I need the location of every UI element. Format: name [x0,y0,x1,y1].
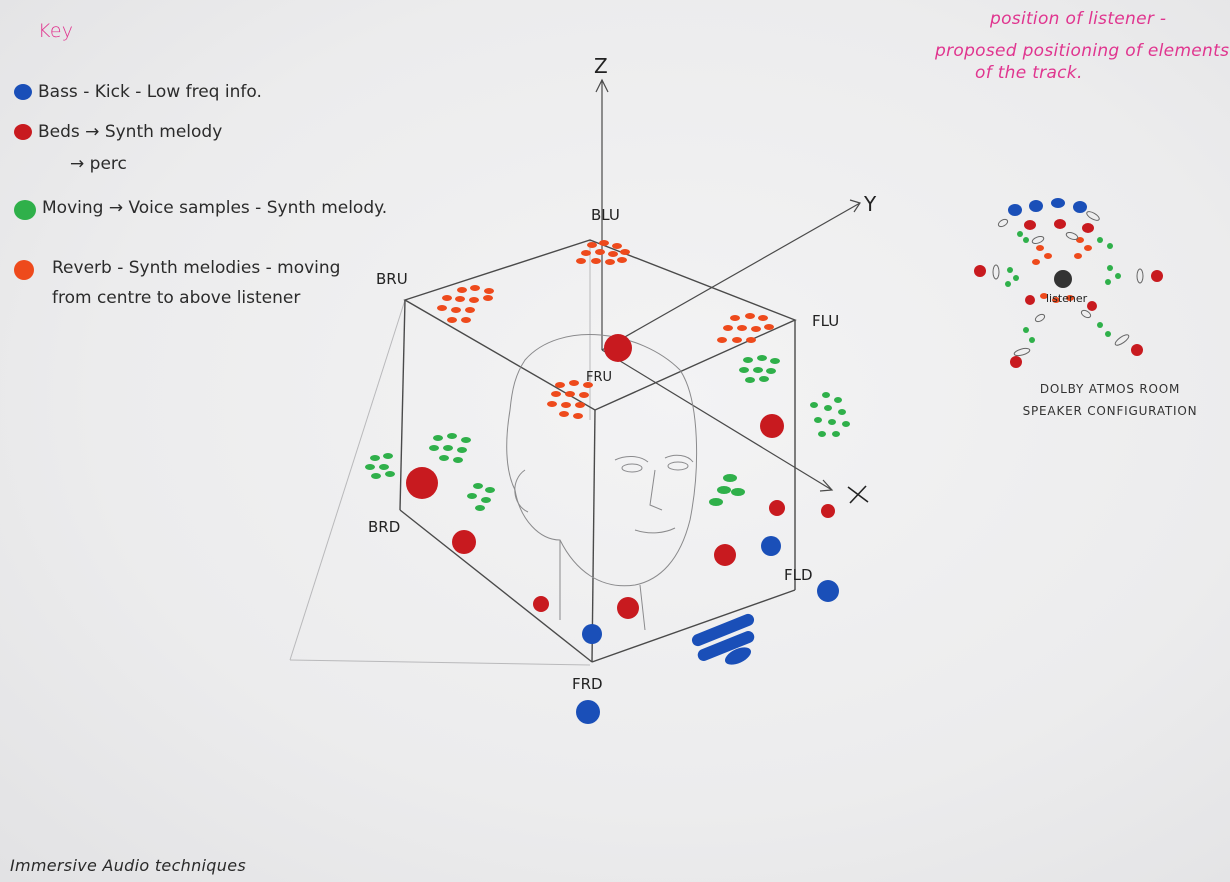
bass-dots [576,536,839,724]
z-axis-label: Z [594,54,608,78]
reverb-cluster-blu [576,240,630,265]
corner-blu: BLU [591,206,620,224]
corner-frd: FRD [572,675,603,693]
beds-dots [406,334,835,619]
reverb-cluster-flu [717,313,774,343]
room-listener-label: listener [1046,292,1087,305]
corner-brd: BRD [368,518,400,536]
reverb-cluster-bru [437,285,494,323]
corner-fld: FLD [784,566,813,584]
room-caption: DOLBY ATMOS ROOM SPEAKER CONFIGURATION [1010,378,1210,422]
room-caption-line-2: SPEAKER CONFIGURATION [1010,400,1210,422]
atmos-room-diagram [974,198,1163,368]
footer-title: Immersive Audio techniques [10,856,246,875]
x-axis-marker [848,486,868,503]
y-axis-label: Y [864,192,876,216]
listener-dot [1054,270,1072,288]
corner-bru: BRU [376,270,408,288]
corner-fru: FRU [586,370,612,385]
corner-flu: FLU [812,312,839,330]
room-caption-line-1: DOLBY ATMOS ROOM [1010,378,1210,400]
x-axis-line [602,350,832,490]
